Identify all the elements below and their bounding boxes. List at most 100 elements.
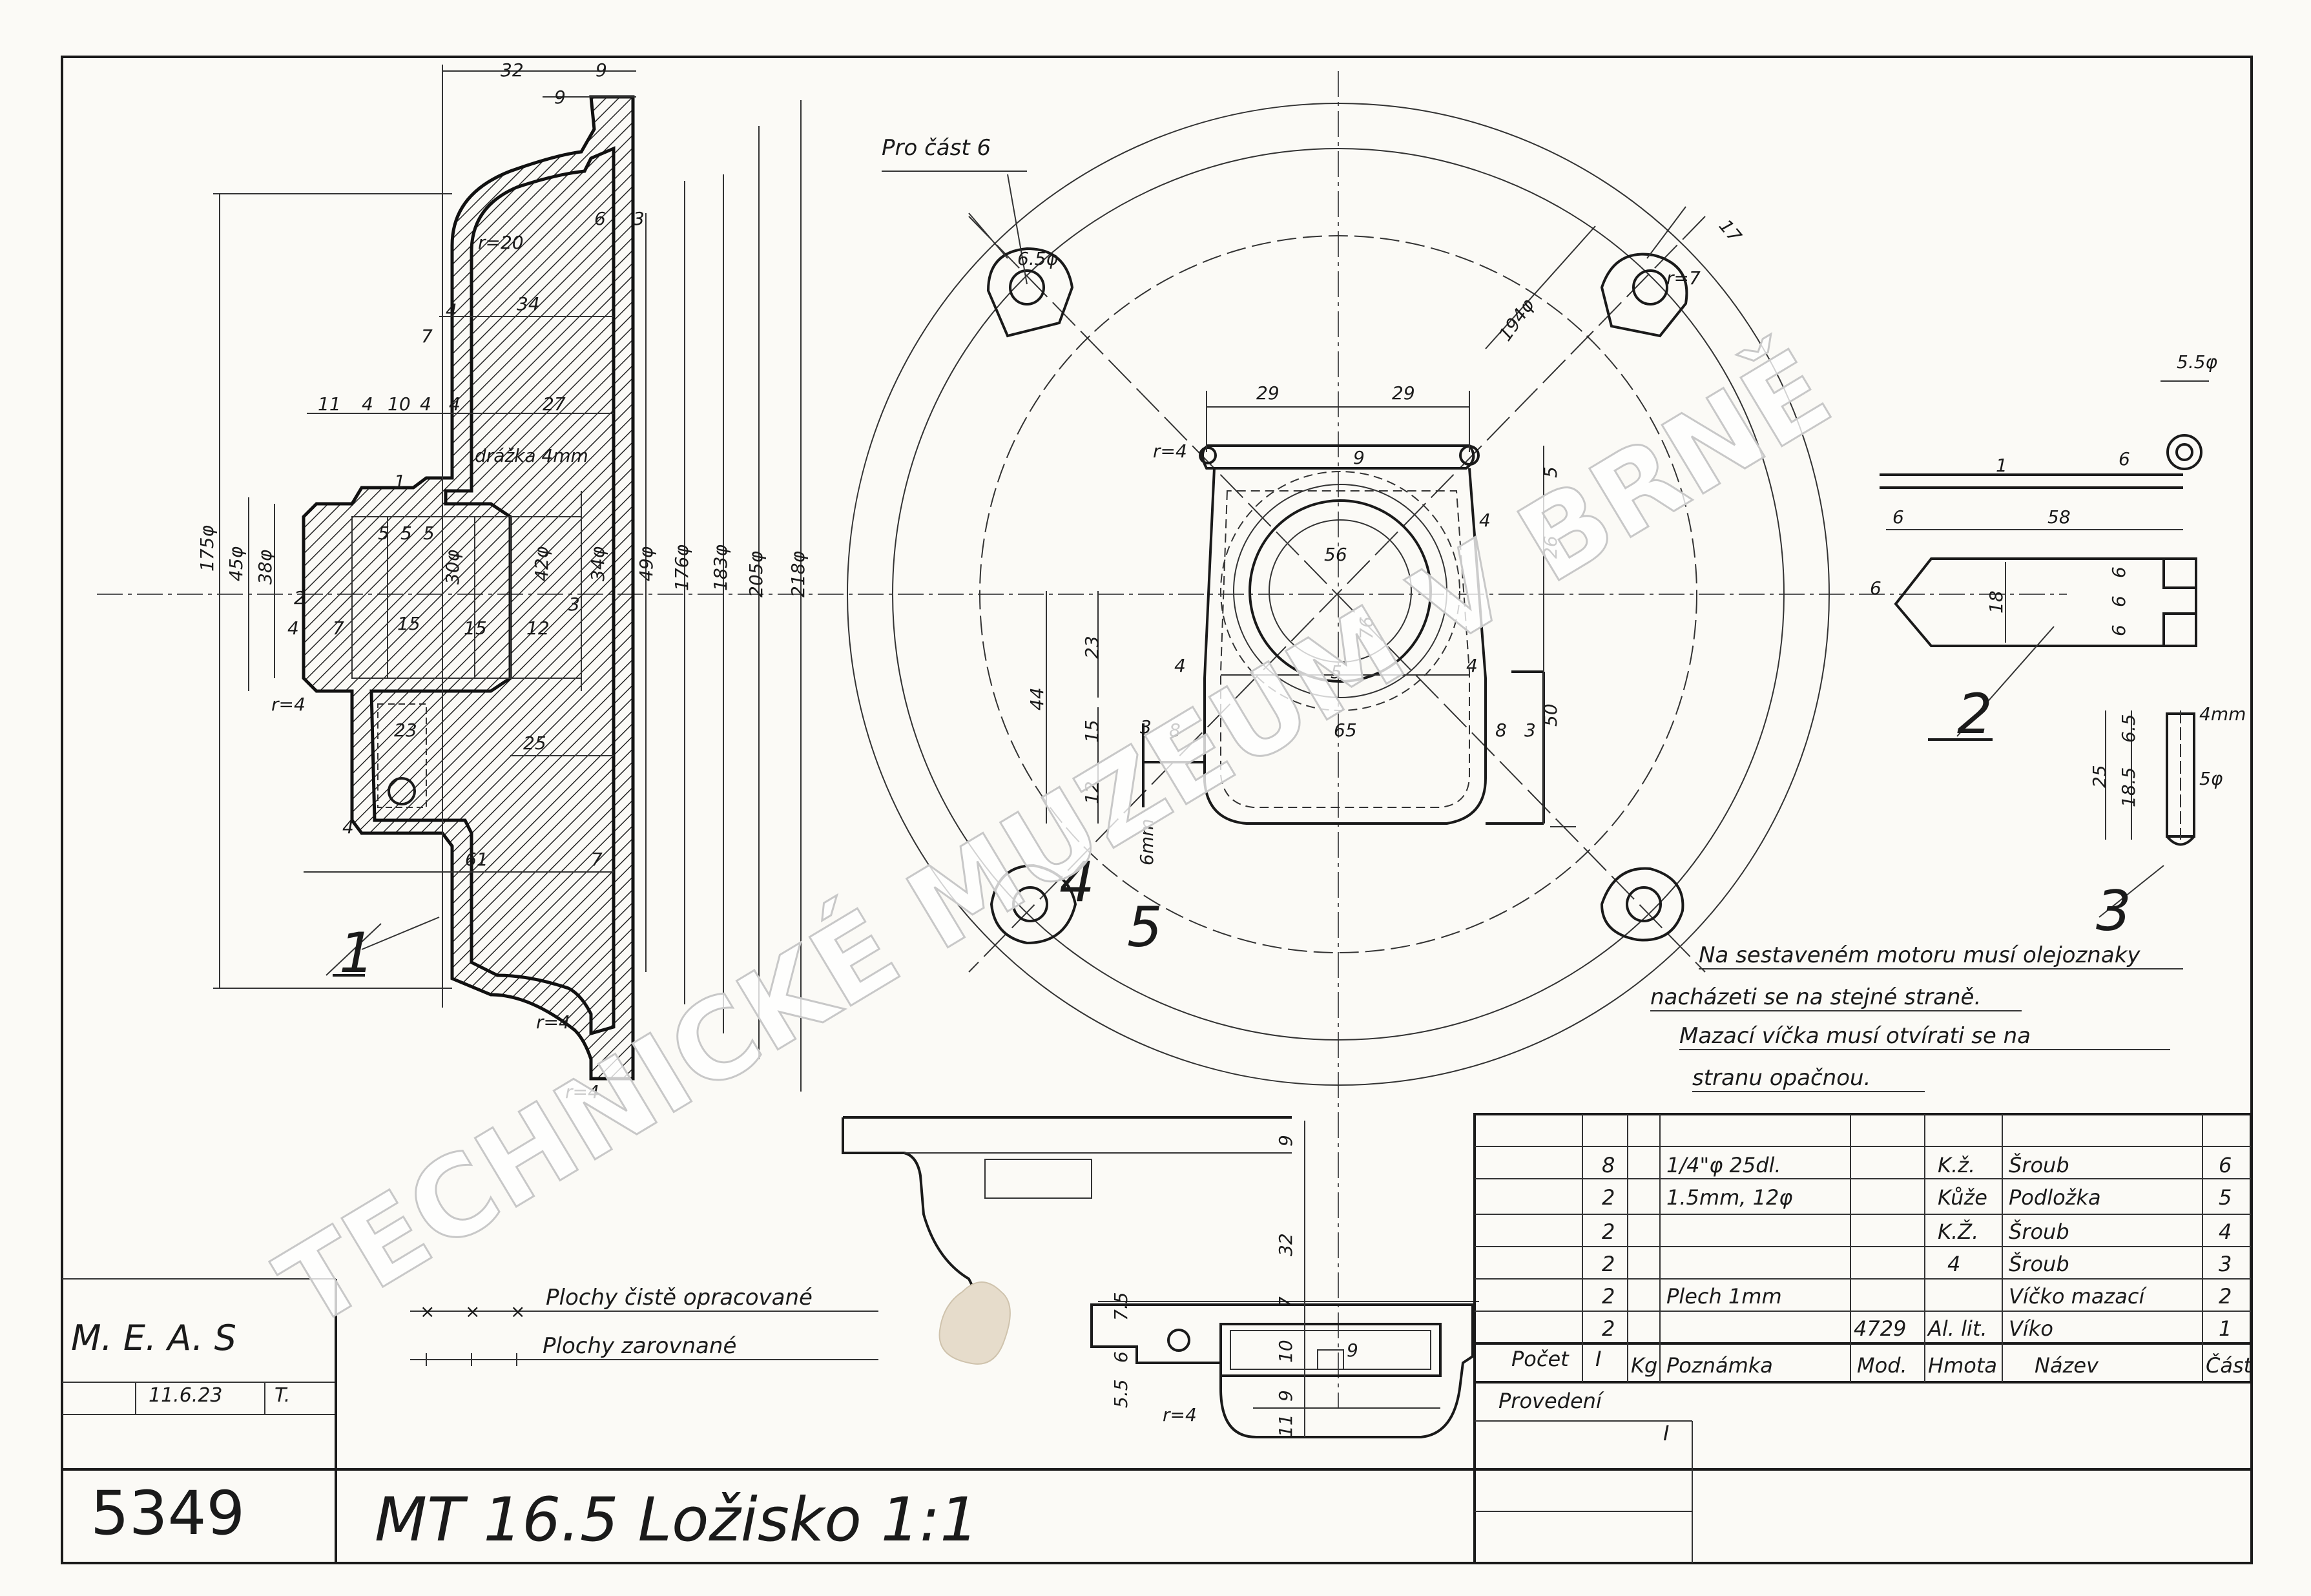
svg-text:9: 9 <box>1347 1340 1358 1361</box>
svg-text:×: × <box>465 1301 480 1322</box>
svg-text:49φ: 49φ <box>636 546 657 581</box>
svg-text:183φ: 183φ <box>710 544 731 591</box>
drawing-title: MT 16.5 Ložisko 1:1 <box>375 1485 979 1555</box>
svg-text:Al. lit.: Al. lit. <box>1927 1316 1987 1341</box>
svg-text:Mazací víčka musí otvírati se: Mazací víčka musí otvírati se na <box>1679 1023 2031 1049</box>
svg-text:32: 32 <box>501 59 524 81</box>
svg-text:5.5: 5.5 <box>1110 1379 1132 1408</box>
svg-text:drážka 4mm: drážka 4mm <box>475 445 588 466</box>
svg-text:Plochy čistě opracované: Plochy čistě opracované <box>546 1285 813 1311</box>
oil-hole <box>388 777 416 805</box>
svg-text:6.5φ: 6.5φ <box>1017 248 1059 269</box>
svg-text:5: 5 <box>1331 661 1342 683</box>
svg-text:Šroub: Šroub <box>2009 1152 2069 1177</box>
svg-text:9: 9 <box>596 59 607 81</box>
part-label-5: 5 <box>1127 895 1163 960</box>
svg-text:Kůže: Kůže <box>1938 1185 1987 1210</box>
svg-text:2: 2 <box>294 587 306 608</box>
svg-text:r=4: r=4 <box>536 1011 570 1033</box>
author-org: M. E. A. S <box>71 1318 236 1358</box>
svg-text:176φ: 176φ <box>671 544 692 591</box>
svg-text:2: 2 <box>1602 1219 1615 1244</box>
svg-text:11.6.23: 11.6.23 <box>149 1384 223 1407</box>
bottom-section-view: 1505 <box>842 1116 1479 1438</box>
svg-text:4: 4 <box>362 393 373 415</box>
svg-text:5φ: 5φ <box>2199 768 2223 789</box>
svg-text:4: 4 <box>420 393 431 415</box>
stamp-label: Provedení <box>1498 1389 1604 1413</box>
svg-text:4729: 4729 <box>1854 1316 1906 1341</box>
assembly-notes: Na sestaveném motoru musí olejoznaky nac… <box>1650 942 2183 1092</box>
svg-text:15: 15 <box>1081 720 1103 743</box>
svg-text:4: 4 <box>1479 510 1491 531</box>
svg-text:61: 61 <box>465 849 488 870</box>
hub-bore <box>351 516 511 679</box>
svg-text:17: 17 <box>1715 215 1746 247</box>
svg-text:27: 27 <box>543 393 566 415</box>
outer-circle <box>892 148 1785 1041</box>
svg-text:50: 50 <box>1540 703 1561 727</box>
svg-text:205φ: 205φ <box>745 551 767 597</box>
svg-text:15: 15 <box>397 613 420 634</box>
svg-text:1: 1 <box>2219 1316 2232 1341</box>
svg-text:3: 3 <box>1140 716 1152 738</box>
svg-text:25: 25 <box>2089 765 2110 788</box>
svg-text:stranu opačnou.: stranu opačnou. <box>1692 1065 1871 1091</box>
svg-text:42φ: 42φ <box>531 546 552 581</box>
procast-note: Pro část 6 <box>882 135 991 161</box>
section-view-left <box>97 65 2067 1092</box>
svg-text:6: 6 <box>2108 625 2130 636</box>
svg-text:2: 2 <box>2219 1284 2232 1309</box>
svg-text:9: 9 <box>1353 447 1365 468</box>
svg-text:4: 4 <box>287 617 299 639</box>
cover-section-profile <box>302 95 635 1081</box>
svg-text:2: 2 <box>1602 1284 1615 1309</box>
svg-text:K.ž.: K.ž. <box>1938 1153 1975 1177</box>
left-dimension-texts: 32 9 9 6 3 r=20 34 4 7 11 4 10 4 4 27 dr… <box>196 59 809 1103</box>
svg-text:Počet: Počet <box>1511 1347 1570 1371</box>
svg-text:29: 29 <box>1392 382 1415 404</box>
bottom-dimension-texts: 9 32 7.5 6 5.5 r=4 7 10 9 9 11 <box>1110 1135 1358 1437</box>
svg-text:23: 23 <box>1081 636 1103 659</box>
svg-text:5: 5 <box>423 523 435 544</box>
svg-text:T.: T. <box>275 1384 290 1407</box>
title-block-texts: M. E. A. S 11.6.23 T. 5349 MT 16.5 Ložis… <box>71 1318 1669 1555</box>
svg-text:5: 5 <box>378 523 389 544</box>
svg-text:175φ: 175φ <box>196 525 218 572</box>
svg-text:4: 4 <box>2219 1219 2232 1244</box>
svg-text:11: 11 <box>1275 1414 1296 1437</box>
mounting-lug-bottom-right <box>1600 867 1684 942</box>
svg-text:4: 4 <box>1466 655 1478 676</box>
svg-text:6: 6 <box>2219 1153 2232 1177</box>
svg-text:38φ: 38φ <box>254 549 276 585</box>
svg-text:6: 6 <box>1870 577 1881 599</box>
part-label-4: 4 <box>1059 850 1095 915</box>
surface-legend: ××× Plochy čistě opracované Plochy zarov… <box>410 1285 878 1366</box>
svg-text:3: 3 <box>2219 1252 2232 1276</box>
title-block <box>62 1278 2251 1563</box>
right-dimension-texts: 5.5φ 1 6 6 58 6 6 6 6 18 4mm 6.5 25 18.5… <box>1870 351 2246 944</box>
svg-text:Mod.: Mod. <box>1857 1353 1907 1378</box>
svg-text:2: 2 <box>1602 1252 1615 1276</box>
svg-text:7: 7 <box>333 617 344 639</box>
part-label-1: 1 <box>339 921 375 986</box>
svg-text:7: 7 <box>591 849 603 870</box>
svg-text:5.5φ: 5.5φ <box>2177 351 2218 373</box>
part-label-3: 3 <box>2096 879 2131 944</box>
paper-stain <box>938 1281 1011 1365</box>
svg-text:32: 32 <box>1275 1233 1296 1256</box>
svg-text:58: 58 <box>2047 506 2071 528</box>
svg-text:1: 1 <box>394 471 406 492</box>
parts-list-table <box>1473 1113 2252 1384</box>
svg-text:10: 10 <box>1275 1340 1296 1363</box>
svg-text:r=20: r=20 <box>478 232 524 253</box>
svg-text:2: 2 <box>1602 1185 1615 1210</box>
svg-text:1.5mm, 12φ: 1.5mm, 12φ <box>1666 1185 1792 1210</box>
svg-text:12: 12 <box>526 617 550 639</box>
center-dimension-texts: Pro část 6 6.5φ 17 r=7 194φ 29 29 r=4 9 … <box>882 135 1746 960</box>
svg-text:9: 9 <box>1275 1390 1296 1402</box>
svg-text:Šroub: Šroub <box>2009 1251 2069 1276</box>
mounting-lug-top-left <box>986 247 1074 338</box>
